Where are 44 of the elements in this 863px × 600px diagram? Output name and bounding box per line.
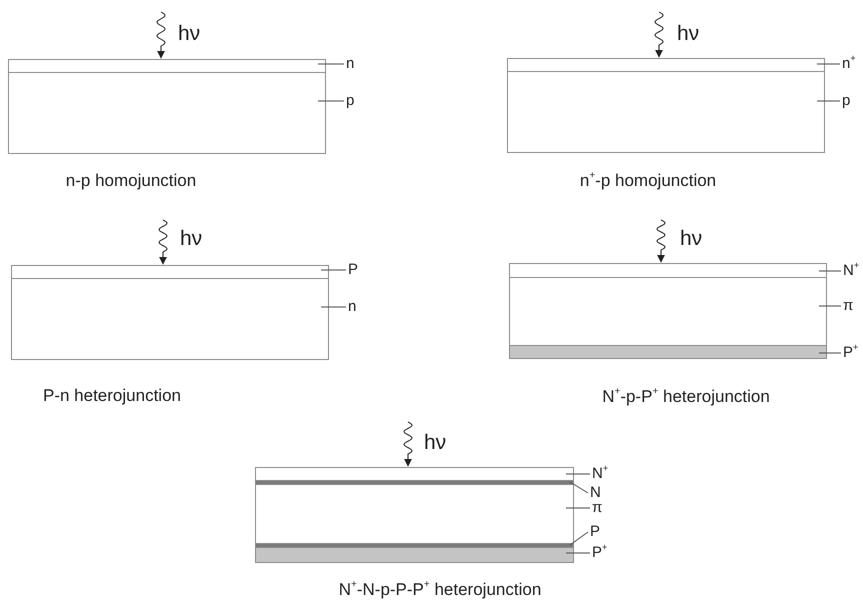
leader-line (566, 552, 590, 554)
leader-line (318, 100, 344, 102)
structure-caption: N$^{+}$-p-P$^{+}$ heterojunction (602, 386, 770, 406)
semiconductor-layer (11, 265, 329, 279)
structure-caption: N$^{+}$-N-p-P-P$^{+}$ heterojunction (338, 578, 542, 600)
photon-label: hν (178, 20, 200, 46)
layer-label: π (843, 297, 854, 315)
layer-label: N (590, 484, 601, 502)
leader-line (570, 482, 588, 494)
semiconductor-layer (255, 467, 574, 481)
layer-label: P (590, 523, 600, 541)
leader-line (570, 532, 588, 546)
photon-label: hν (180, 226, 202, 250)
semiconductor-layer (255, 484, 574, 544)
leader-line (320, 306, 346, 308)
photon-label: hν (424, 430, 446, 454)
semiconductor-layer (509, 263, 827, 278)
semiconductor-layer (507, 71, 825, 153)
leader-line (818, 352, 842, 354)
layer-label: P (348, 261, 358, 279)
leader-line (816, 100, 840, 102)
layer-label: n$^{+}$ (842, 55, 856, 73)
structure-caption: n-p homojunction (66, 170, 196, 190)
semiconductor-layer (8, 72, 326, 154)
semiconductor-layer (8, 59, 326, 73)
layer-label: p (842, 92, 850, 110)
layer-label: p (346, 92, 354, 110)
photon-label: hν (680, 226, 702, 250)
semiconductor-layer (509, 277, 827, 346)
layer-label: P$^{+}$ (592, 544, 608, 562)
layer-label: n (348, 298, 356, 316)
structure-caption: P-n heterojunction (43, 384, 181, 406)
layer-label: N$^{+}$ (843, 262, 860, 280)
semiconductor-layer (507, 58, 825, 72)
layer-label: π (592, 499, 602, 517)
layer-label: N$^{+}$ (592, 465, 608, 483)
doped-layer (255, 547, 574, 563)
semiconductor-layer (11, 278, 329, 360)
leader-line (818, 270, 842, 272)
layer-label: n (346, 55, 354, 73)
layer-label: P$^{+}$ (843, 344, 858, 362)
structure-caption: n$^{+}$-p homojunction (580, 170, 716, 190)
doped-layer (509, 345, 827, 359)
photon-label: hν (677, 20, 700, 46)
